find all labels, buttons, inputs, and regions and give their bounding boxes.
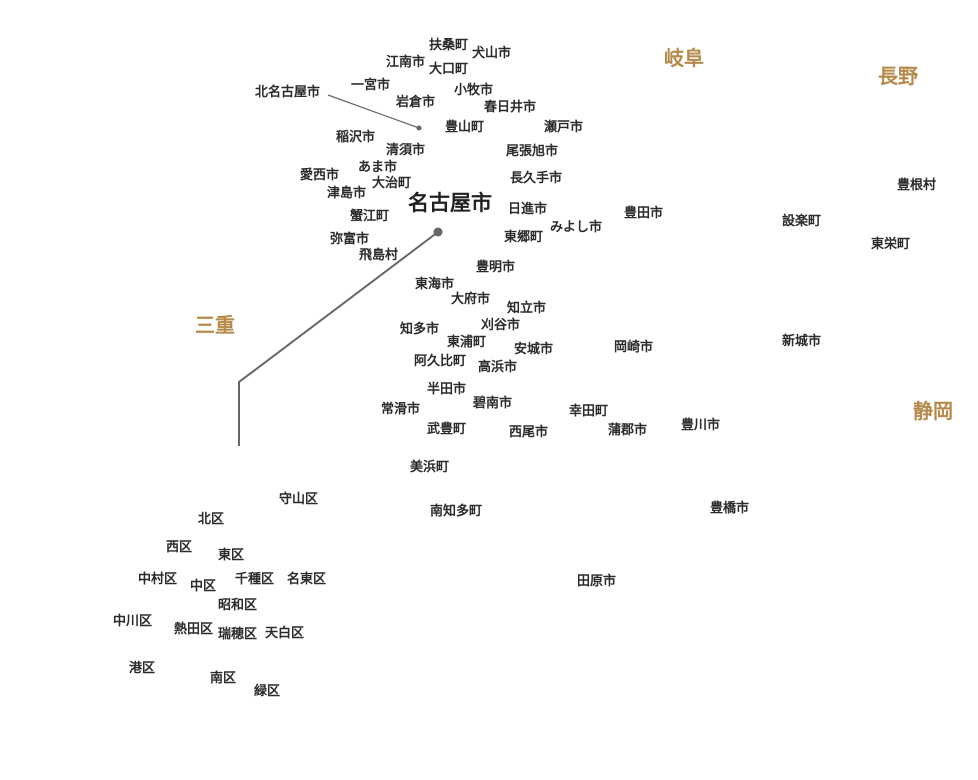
- ward-higashi[interactable]: 東区: [218, 548, 245, 563]
- city-tokai[interactable]: 東海市: [415, 277, 455, 292]
- city-kiyosu[interactable]: 清須市: [386, 143, 426, 158]
- city-aisai[interactable]: 愛西市: [300, 168, 340, 183]
- town-toyoyama[interactable]: 豊山町: [445, 120, 485, 135]
- village-tobishima[interactable]: 飛島村: [359, 248, 399, 263]
- prefecture-nagano[interactable]: 長野: [878, 64, 918, 88]
- town-agui[interactable]: 阿久比町: [414, 354, 467, 369]
- ward-nakamura[interactable]: 中村区: [138, 572, 178, 587]
- ward-tempaku[interactable]: 天白区: [265, 626, 305, 641]
- city-hekinan[interactable]: 碧南市: [473, 396, 513, 411]
- town-togo[interactable]: 東郷町: [504, 230, 544, 245]
- city-gamagori[interactable]: 蒲郡市: [608, 423, 648, 438]
- city-toyota[interactable]: 豊田市: [624, 206, 664, 221]
- city-toyohashi[interactable]: 豊橋市: [710, 501, 750, 516]
- town-minamichita[interactable]: 南知多町: [430, 504, 483, 519]
- city-owariasahi[interactable]: 尾張旭市: [506, 144, 559, 159]
- city-miyoshi[interactable]: みよし市: [550, 220, 603, 235]
- town-taketoyo[interactable]: 武豊町: [427, 422, 467, 437]
- city-takahama[interactable]: 高浜市: [478, 360, 518, 375]
- town-toei[interactable]: 東栄町: [871, 237, 911, 252]
- town-kota[interactable]: 幸田町: [569, 404, 609, 419]
- town-higashiura[interactable]: 東浦町: [447, 335, 487, 350]
- city-kasugai[interactable]: 春日井市: [484, 100, 537, 115]
- ward-atsuta[interactable]: 熱田区: [174, 622, 214, 637]
- city-anjo[interactable]: 安城市: [514, 342, 554, 357]
- town-oharu[interactable]: 大治町: [372, 176, 412, 191]
- ward-showa[interactable]: 昭和区: [218, 598, 258, 613]
- marker-nagoya: [433, 227, 443, 237]
- city-nishio[interactable]: 西尾市: [509, 425, 549, 440]
- ward-chikusa[interactable]: 千種区: [235, 572, 275, 587]
- city-ama[interactable]: あま市: [358, 160, 398, 175]
- city-nagakute[interactable]: 長久手市: [510, 171, 563, 186]
- ward-meito[interactable]: 名東区: [287, 572, 327, 587]
- city-tokoname[interactable]: 常滑市: [381, 402, 421, 417]
- ward-nishi[interactable]: 西区: [166, 540, 193, 555]
- village-toyone[interactable]: 豊根村: [897, 178, 937, 193]
- ward-naka[interactable]: 中区: [190, 579, 217, 594]
- ward-moriyama[interactable]: 守山区: [279, 492, 319, 507]
- prefecture-gifu[interactable]: 岐阜: [664, 46, 704, 70]
- city-komaki[interactable]: 小牧市: [454, 83, 494, 98]
- city-yatomi[interactable]: 弥富市: [330, 232, 370, 247]
- town-shitara[interactable]: 設楽町: [782, 214, 822, 229]
- city-inazawa[interactable]: 稲沢市: [336, 130, 376, 145]
- city-tahara[interactable]: 田原市: [577, 574, 617, 589]
- town-oguchi[interactable]: 大口町: [429, 62, 469, 77]
- city-chiryu[interactable]: 知立市: [507, 301, 547, 316]
- ward-kita[interactable]: 北区: [198, 512, 225, 527]
- city-nisshin[interactable]: 日進市: [508, 202, 548, 217]
- city-toyokawa[interactable]: 豊川市: [681, 418, 721, 433]
- city-chita[interactable]: 知多市: [400, 322, 440, 337]
- town-fuso[interactable]: 扶桑町: [429, 38, 469, 53]
- marker-kitanagoya: [416, 125, 422, 131]
- ward-mizuho[interactable]: 瑞穂区: [218, 627, 258, 642]
- ward-midori[interactable]: 緑区: [254, 684, 281, 699]
- city-seto[interactable]: 瀬戸市: [544, 120, 584, 135]
- city-nagoya[interactable]: 名古屋市: [408, 191, 492, 215]
- prefecture-mie[interactable]: 三重: [195, 313, 235, 337]
- city-ichinomiya[interactable]: 一宮市: [351, 78, 391, 93]
- city-shinshiro[interactable]: 新城市: [782, 334, 822, 349]
- ward-nakagawa[interactable]: 中川区: [113, 614, 153, 629]
- city-konan[interactable]: 江南市: [386, 55, 426, 70]
- city-handa[interactable]: 半田市: [427, 382, 467, 397]
- town-mihama[interactable]: 美浜町: [410, 460, 450, 475]
- city-iwakura[interactable]: 岩倉市: [396, 95, 436, 110]
- city-toyoake[interactable]: 豊明市: [476, 260, 516, 275]
- city-tsushima[interactable]: 津島市: [327, 186, 367, 201]
- ward-minami[interactable]: 南区: [210, 671, 237, 686]
- city-obu[interactable]: 大府市: [451, 292, 491, 307]
- leader-line-kitanagoya: [327, 94, 420, 129]
- city-inuyama[interactable]: 犬山市: [472, 46, 512, 61]
- city-kitanagoya[interactable]: 北名古屋市: [255, 85, 321, 100]
- city-okazaki[interactable]: 岡崎市: [614, 340, 654, 355]
- ward-minato[interactable]: 港区: [129, 661, 156, 676]
- prefecture-shizuoka[interactable]: 静岡: [913, 399, 953, 423]
- leader-line-nagoya-wards: [238, 231, 439, 446]
- city-kariya[interactable]: 刈谷市: [481, 318, 521, 333]
- town-kanie[interactable]: 蟹江町: [350, 209, 390, 224]
